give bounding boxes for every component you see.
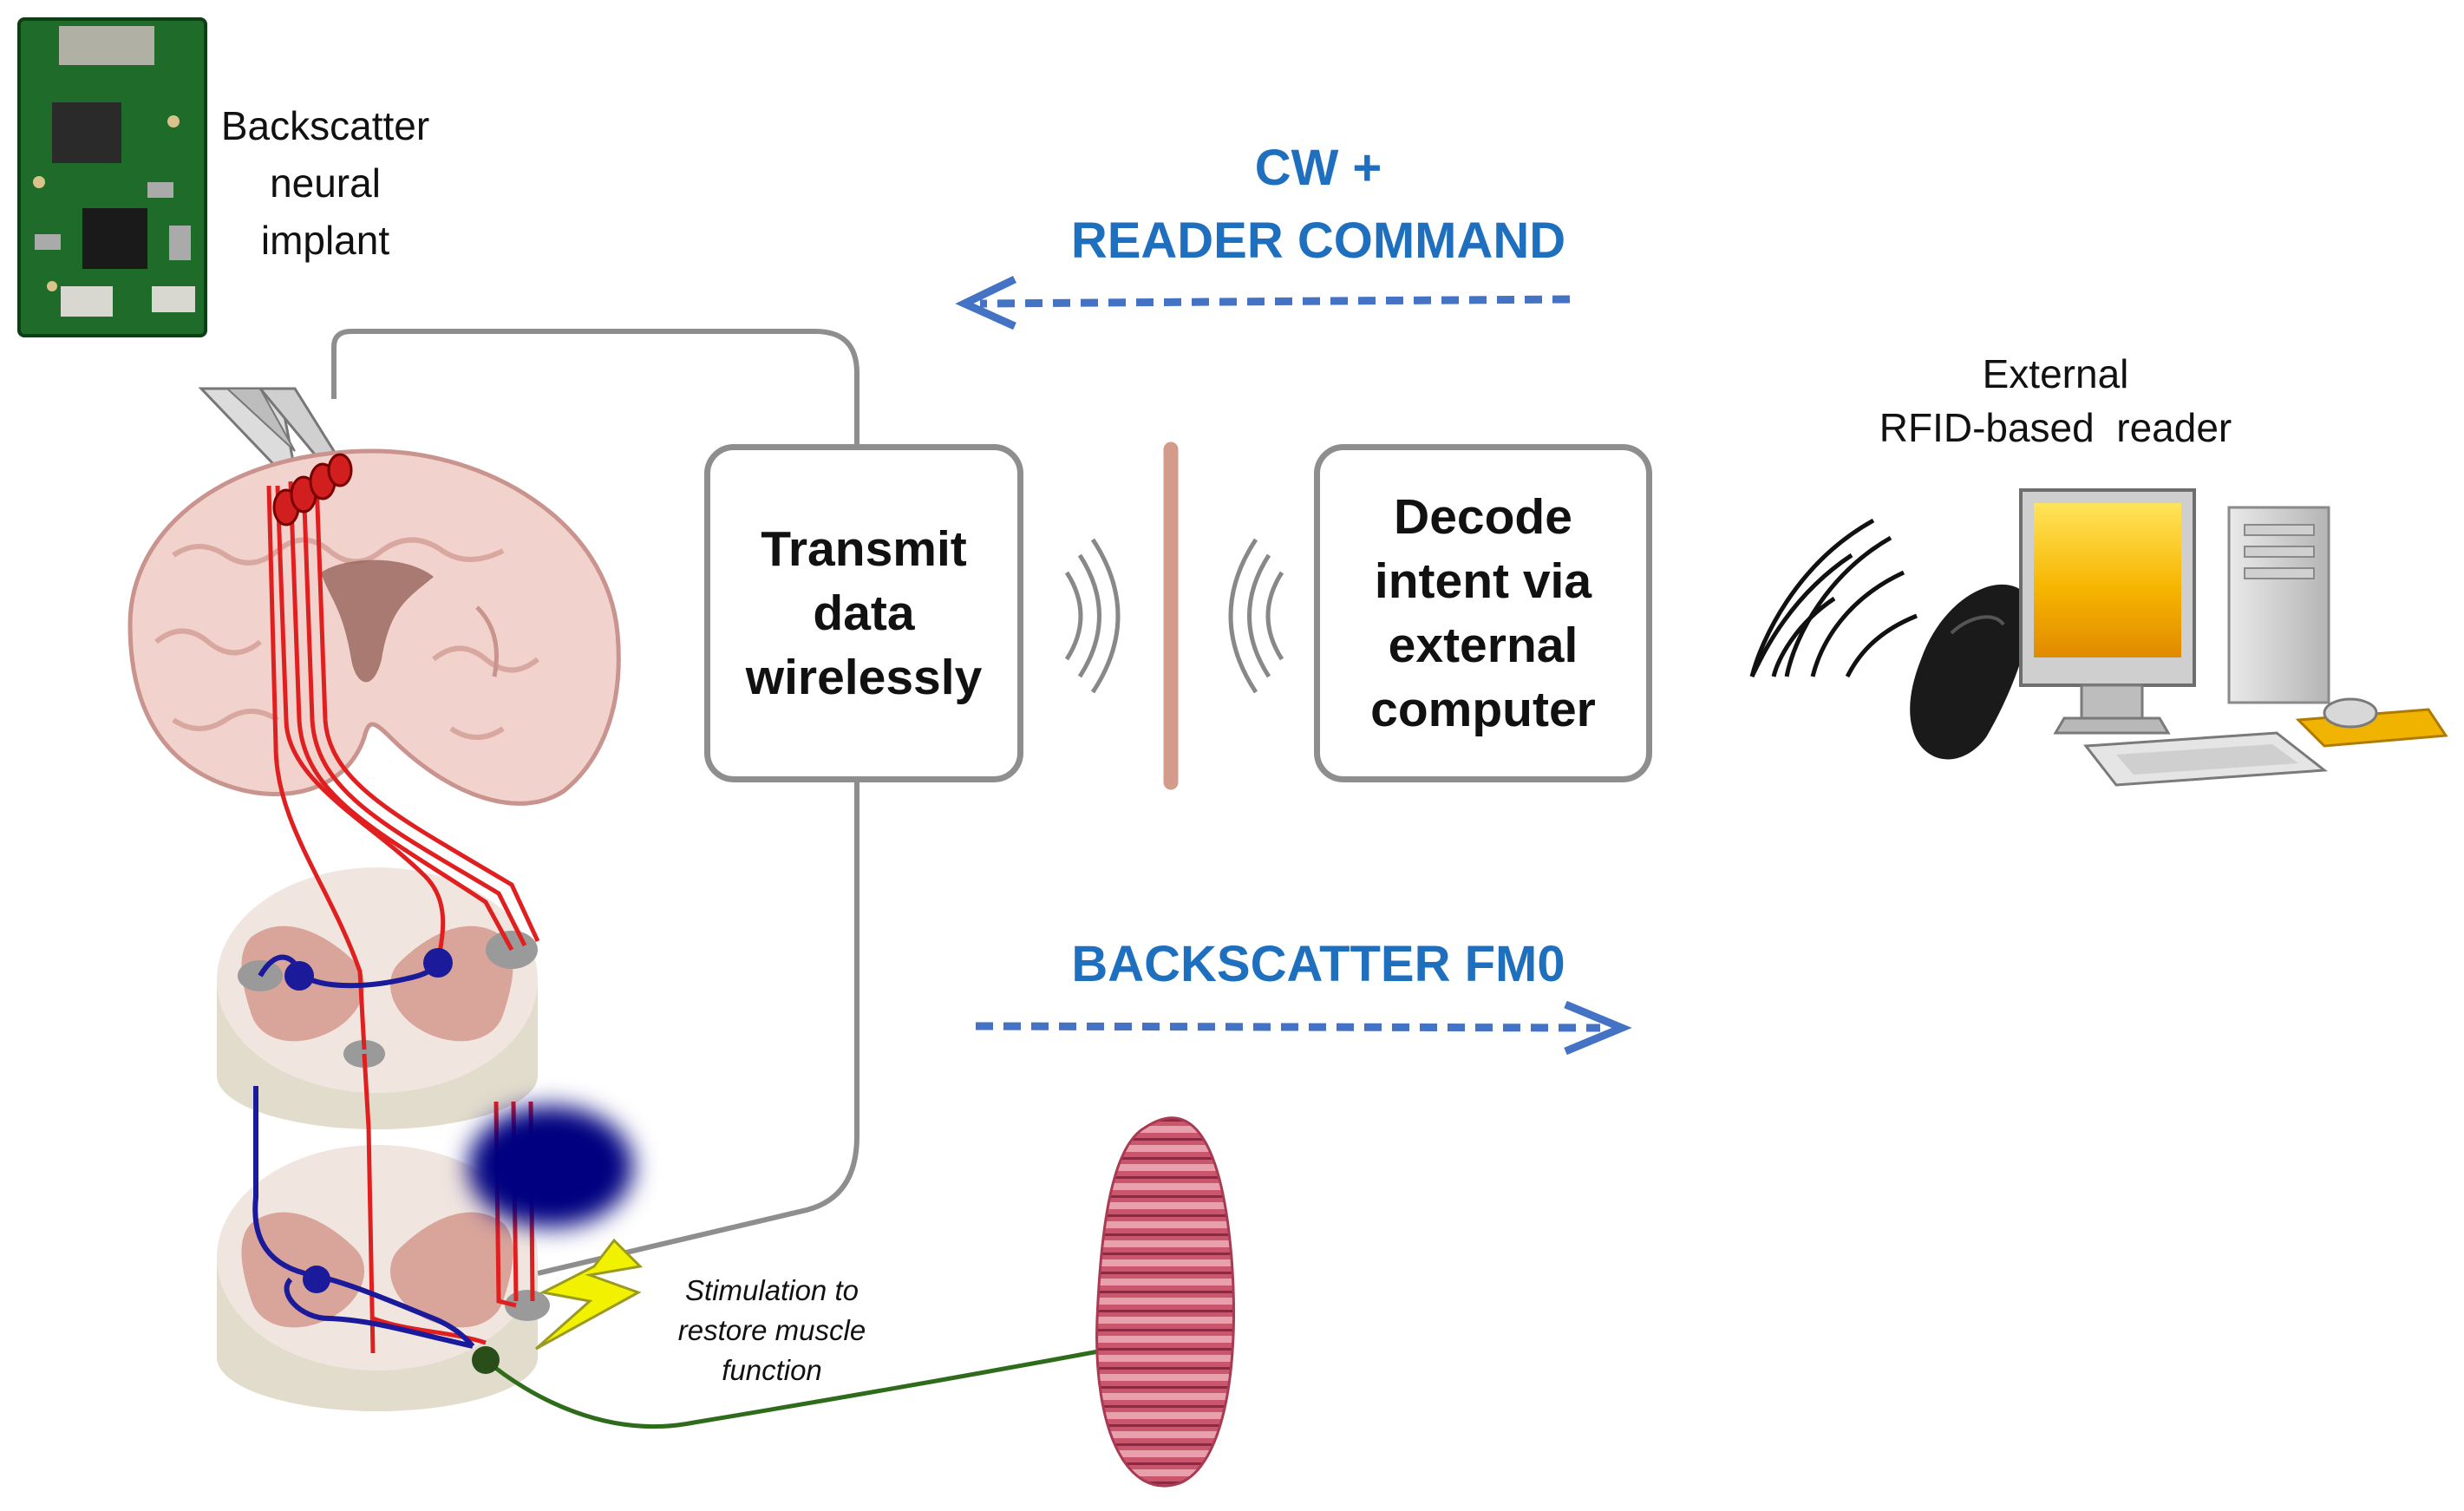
spinal-lesion: [468, 1106, 633, 1227]
desktop-computer-icon: [2019, 488, 2448, 787]
spinal-cord-section-lower: [217, 1145, 550, 1411]
transmit-data-box: Transmit data wirelessly: [704, 444, 1023, 782]
incoming-wave-icon: [1228, 538, 1284, 694]
decode-line-1: Decode: [1394, 489, 1572, 545]
implant-label-line-3: implant: [260, 218, 390, 263]
neuron-somas: [284, 948, 453, 1293]
uplink-label-line-1: BACKSCATTER FM0: [1071, 936, 1565, 992]
uplink-arrow: [975, 1000, 1632, 1056]
spinal-cord-section-upper: [217, 867, 538, 1129]
transmit-to-stimulator-wire: [537, 782, 859, 1276]
outgoing-wave-icon: [1064, 538, 1121, 694]
transmit-line-1: Transmit: [761, 521, 967, 577]
stimulation-label: Stimulation to restore muscle function: [624, 1271, 919, 1390]
lightning-bolt-icon: [535, 1238, 644, 1351]
stimulation-label-line-2: restore muscle: [677, 1314, 866, 1346]
corticospinal-tracts: [266, 481, 540, 1354]
stimulation-label-line-3: function: [722, 1354, 822, 1386]
implant-to-transmit-wire: [331, 329, 859, 444]
downlink-label-line-2: READER COMMAND: [1070, 213, 1566, 269]
muscle-icon: [1095, 1116, 1235, 1488]
downlink-arrow: [955, 275, 1571, 330]
brain-cross-section-icon: [127, 448, 621, 806]
decode-line-2: intent via: [1374, 553, 1592, 609]
decode-line-4: computer: [1370, 682, 1596, 737]
downlink-label: CW + READER COMMAND: [989, 132, 1648, 278]
reader-label: External RFID-based reader: [1839, 347, 2272, 455]
implant-label: Backscatter neural implant: [208, 97, 442, 269]
stimulation-label-line-1: Stimulation to: [685, 1274, 859, 1306]
uplink-label: BACKSCATTER FM0: [989, 928, 1648, 1001]
reader-label-line-1: External: [1982, 351, 2129, 396]
rfid-antenna-icon: [1749, 518, 2030, 760]
transmit-line-3: wirelessly: [745, 650, 983, 705]
muscle-nerve: [484, 1340, 1146, 1429]
motor-neuron-pathway: [252, 954, 475, 1349]
reader-label-line-2: RFID-based reader: [1879, 405, 2232, 450]
decode-line-3: external: [1388, 618, 1578, 673]
stimulator-neuron: [472, 1346, 500, 1374]
electrode-array: [198, 387, 337, 470]
implant-label-line-2: neural: [270, 160, 381, 206]
pcb-board-icon: [17, 17, 207, 337]
downlink-label-line-1: CW +: [1254, 140, 1382, 196]
transmit-line-2: data: [813, 585, 915, 641]
implant-label-line-1: Backscatter: [220, 103, 430, 148]
decode-intent-box: Decode intent via external computer: [1314, 444, 1652, 782]
electrode-tips: [272, 453, 353, 527]
